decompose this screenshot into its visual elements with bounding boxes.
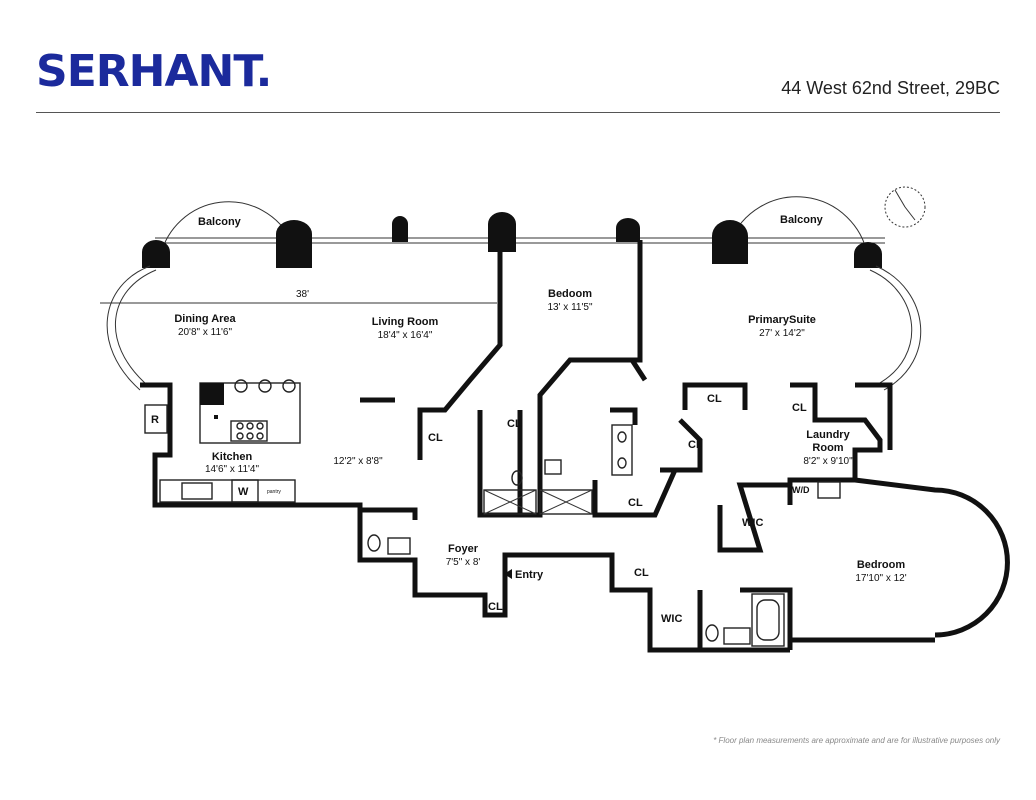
closet-label: CL [688,439,703,451]
primary-suite-label: PrimarySuite [748,314,816,326]
living-dims: 18'4" x 16'4" [378,330,433,341]
bedroom-right-dims: 17'10" x 12' [855,573,906,584]
laundry-label-line1: Laundry [806,429,850,441]
powder-room [367,534,411,555]
bedroom-mid-dims: 13' x 11'5" [548,302,593,313]
serhant-logo: SERHANT. [36,46,272,97]
kitchen-dims: 14'6" x 11'4" [205,464,260,475]
walls [140,240,1010,653]
window-run [155,237,885,244]
kitchen-island [199,379,301,444]
foyer-label: Foyer [448,543,479,555]
bedroom-right-label: Bedroom [857,559,906,571]
disclaimer: * Floor plan measurements are approximat… [713,736,1000,745]
closet-label: CL [792,402,807,414]
wic-label: WIC [661,613,682,625]
entry-arrow-icon [504,569,512,579]
washer-label: W [238,486,249,498]
hall-dims: 12'2" x 8'8" [333,456,383,467]
bedroom-mid-label: Bedoom [548,288,592,300]
pantry-label: pantry [267,489,281,495]
balcony-right-label: Balcony [780,214,824,226]
bath-mid [483,424,633,515]
dining-dims: 20'8" x 11'6" [178,327,233,338]
cooktop [230,420,268,442]
columns [142,212,882,268]
wic-label: WIC [742,517,763,529]
closet-label: CL [507,418,522,430]
property-address: 44 West 62nd Street, 29BC [781,78,1000,98]
header-divider [36,112,1000,113]
balcony-left-label: Balcony [198,216,242,228]
fridge-label: R [151,414,159,426]
kitchen-counter [159,479,296,503]
kitchen-label: Kitchen [212,451,253,463]
living-label: Living Room [372,316,439,328]
closet-label: CL [488,601,503,613]
laundry-dims: 8'2" x 9'10" [803,456,853,467]
dining-label: Dining Area [174,313,236,325]
closet-label: CL [634,567,649,579]
kitchen-sink [181,482,213,500]
west-curved-glazing [106,265,151,391]
span-dimension: 38' [100,289,497,304]
balcony-right-arc [729,196,869,259]
closet-label: CL [628,497,643,509]
entry-label: Entry [515,569,544,581]
east-curved-glazing [875,265,922,391]
closet-label: CL [428,432,443,444]
washer-box [231,479,259,503]
span-label: 38' [296,289,309,300]
laundry-label-line2: Room [812,442,843,454]
balcony-left-arc [159,201,293,259]
primary-suite-dims: 27' x 14'2" [759,328,805,339]
north-compass-icon [884,186,926,228]
laundry-sink [817,481,841,499]
fridge-box [144,404,168,434]
bath-right [705,593,785,647]
washer-dryer-label: W/D [792,485,810,495]
closet-label: CL [707,393,722,405]
foyer-dims: 7'5" x 8' [446,557,481,568]
